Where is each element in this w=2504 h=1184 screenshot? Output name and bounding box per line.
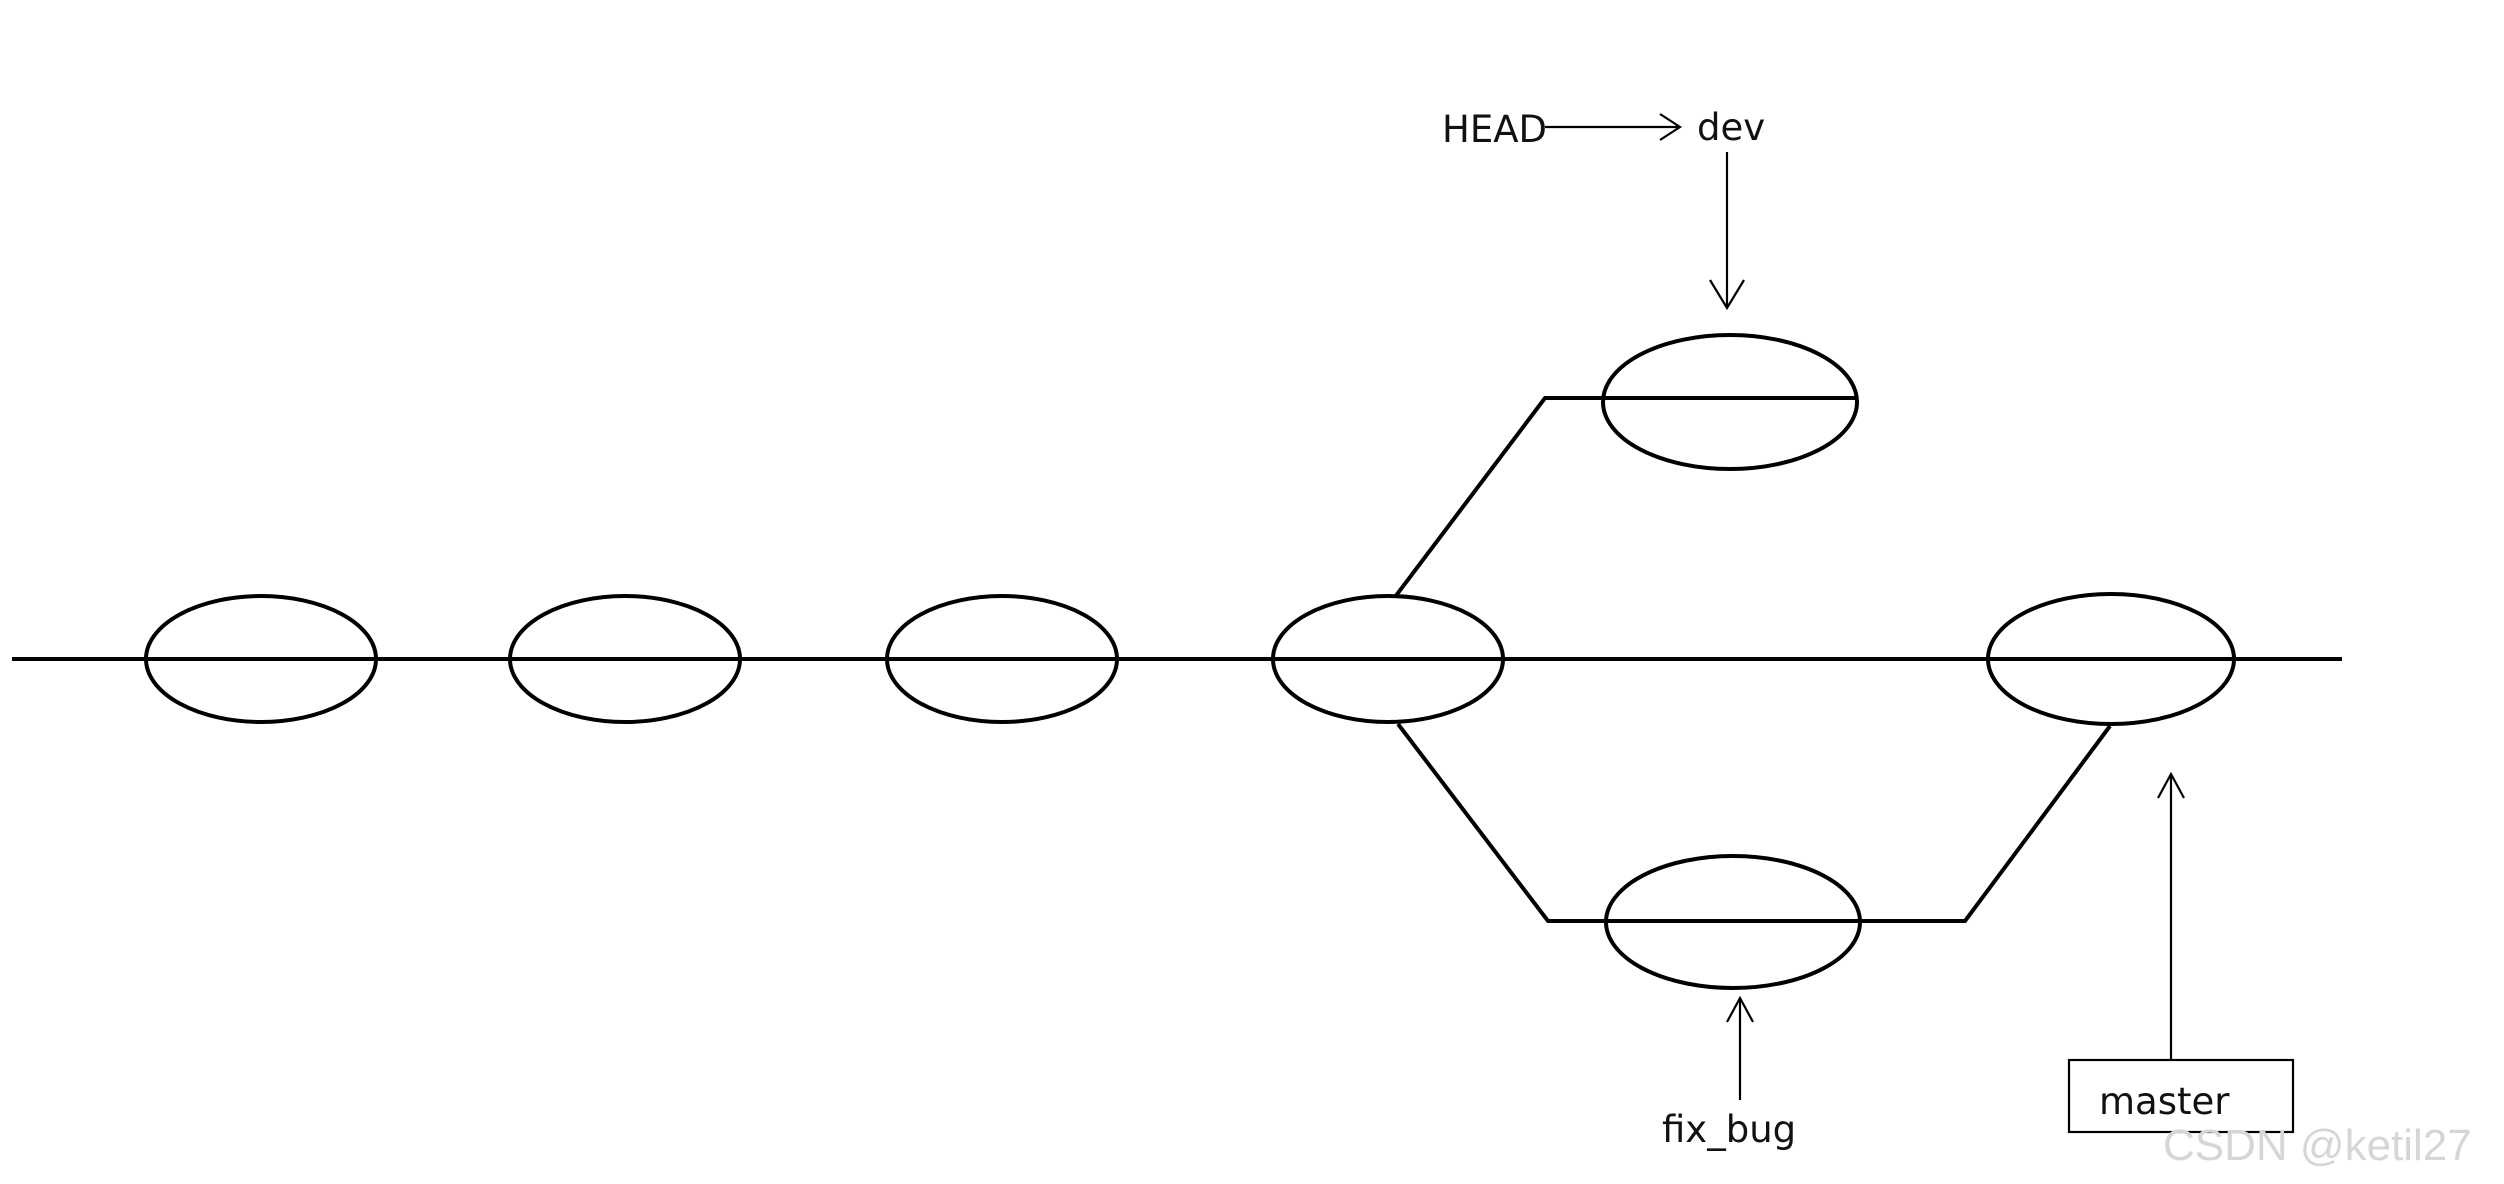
commit-node-dev [1601, 333, 1859, 471]
master-pointer-arrowhead [2157, 771, 2185, 799]
fix-bug-branch-line [1396, 722, 2112, 923]
commit-node-fix-bug [1604, 854, 1862, 990]
dev-label: dev [1697, 106, 1765, 149]
commit-node-2 [508, 594, 742, 724]
head-to-dev-arrowhead [1659, 113, 1683, 141]
commit-node-branch-point [1271, 594, 1505, 724]
fix-bug-pointer-arrowhead [1726, 995, 1754, 1023]
commit-node-master [1986, 592, 2236, 726]
master-label-box [2067, 1058, 2295, 1134]
commit-node-3 [885, 594, 1119, 724]
dev-pointer-arrowhead [1709, 279, 1745, 311]
dev-branch-line [1393, 396, 1858, 599]
master-label: master [2099, 1080, 2230, 1123]
head-label: HEAD [1442, 108, 1547, 151]
watermark-text: CSDN @ketil27 [2163, 1121, 2472, 1170]
fix-bug-label: fix_bug [1662, 1108, 1796, 1151]
commit-node-1 [144, 594, 378, 724]
